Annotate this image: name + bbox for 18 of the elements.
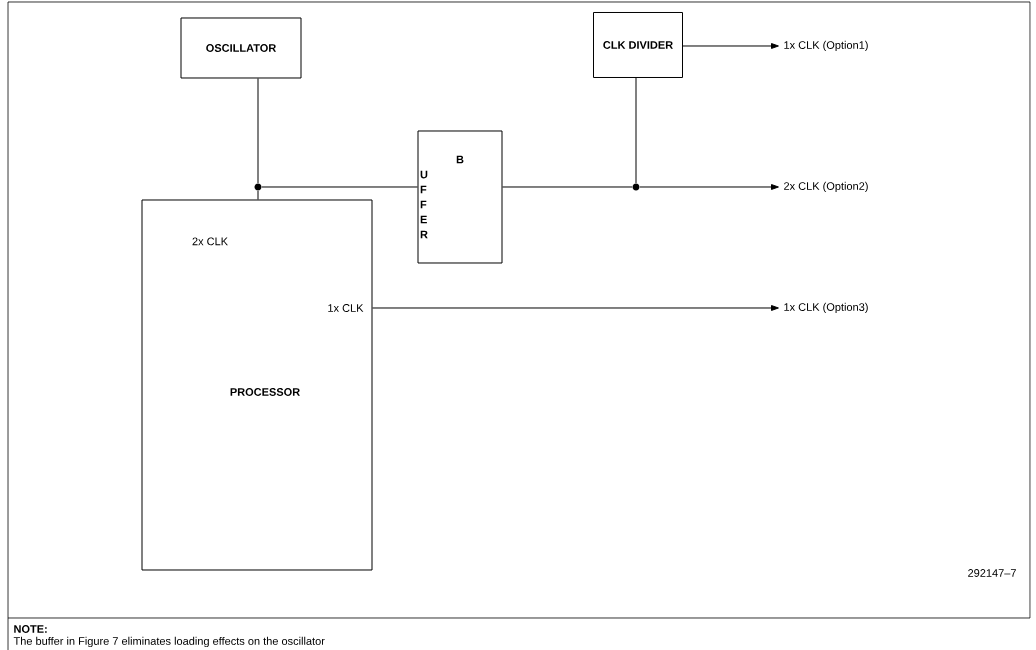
note-text: The buffer in Figure 7 eliminates loading effects on the oscillator	[13, 636, 325, 648]
output-label: 2x CLK (Option2)	[784, 181, 868, 193]
connector-line	[257, 78, 259, 184]
figure-number: 292147–7	[968, 569, 1016, 577]
connector-line	[682, 43, 779, 49]
note-heading: NOTE:	[14, 625, 47, 633]
connector-line	[635, 77, 637, 184]
output-label: 1x CLK (Option1)	[784, 40, 868, 52]
block-box: BUFFER	[417, 130, 503, 264]
block-box: OSCILLATOR	[180, 17, 302, 79]
connector-line	[261, 186, 418, 188]
connector-line	[639, 184, 779, 190]
connector-line	[257, 190, 259, 200]
block-box: CLK DIVIDER	[593, 12, 683, 78]
output-label: 1x CLK (Option3)	[784, 302, 868, 314]
connector-line	[372, 305, 779, 311]
processor-box: 2x CLK 1x CLK PROCESSOR	[141, 199, 373, 571]
connector-line	[502, 186, 633, 188]
